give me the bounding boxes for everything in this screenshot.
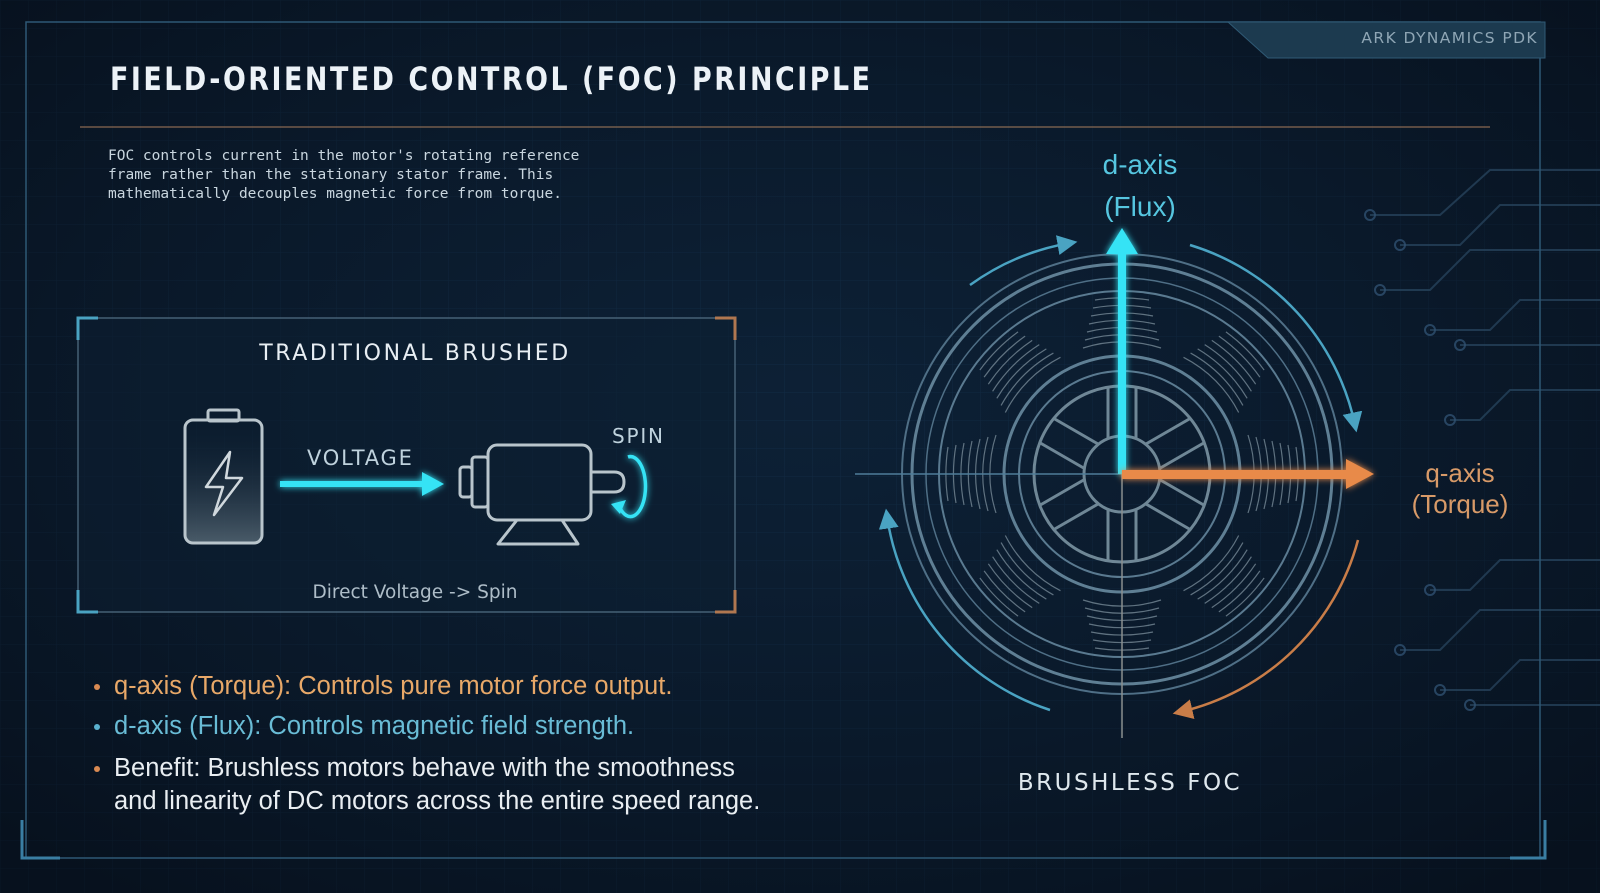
circuit-nodes (1364, 209, 1476, 711)
q-axis-arrow (1122, 459, 1374, 489)
spin-label: SPIN (612, 424, 665, 448)
brand-label: ARK DYNAMICS PDK (1361, 29, 1538, 47)
d-axis-label-title: d-axis (1102, 149, 1178, 180)
brand-tab (1226, 21, 1546, 59)
foc-motor-diagram (855, 228, 1374, 738)
dc-motor-icon (458, 443, 626, 546)
bullet-benefit-line: Benefit: Brushless motors behave with th… (114, 754, 735, 782)
bullet-list: q-axis (Torque): Controls pure motor for… (90, 670, 880, 818)
bullet-benefit: Benefit: Brushless motors behave with th… (90, 752, 880, 818)
lightning-bolt-icon (204, 450, 244, 517)
bullet-benefit-line: and linearity of DC motors across the en… (114, 787, 761, 815)
intro-line: FOC controls current in the motor's rota… (108, 148, 580, 164)
intro-description: FOC controls current in the motor's rota… (108, 147, 668, 204)
bullet-q-axis: q-axis (Torque): Controls pure motor for… (90, 670, 880, 703)
intro-line: mathematically decouples magnetic force … (108, 186, 562, 202)
q-axis-label-title: q-axis (1425, 458, 1495, 488)
q-axis-label-sub: (Torque) (1411, 489, 1509, 519)
d-axis-arrow (1106, 228, 1138, 474)
intro-line: frame rather than the stationary stator … (108, 167, 554, 183)
circuit-traces (1370, 169, 1600, 706)
rotation-arrow-icon (611, 454, 648, 519)
slide-frame (20, 21, 1547, 860)
arrow-right-icon (280, 472, 444, 496)
bullet-d-axis: d-axis (Flux): Controls magnetic field s… (90, 710, 880, 743)
q-axis-label: q-axis (Torque) (1395, 458, 1525, 520)
voltage-label: VOLTAGE (307, 446, 414, 470)
d-axis-label-sub: (Flux) (1104, 191, 1176, 222)
brushless-foc-caption: BRUSHLESS FOC (1017, 770, 1243, 796)
battery-icon (183, 408, 264, 545)
brushed-panel-title: TRADITIONAL BRUSHED (259, 341, 571, 366)
brushed-panel-caption: Direct Voltage -> Spin (312, 582, 518, 603)
d-axis-label: d-axis (Flux) (1040, 144, 1240, 228)
page-title: FIELD-ORIENTED CONTROL (FOC) PRINCIPLE (110, 60, 873, 98)
